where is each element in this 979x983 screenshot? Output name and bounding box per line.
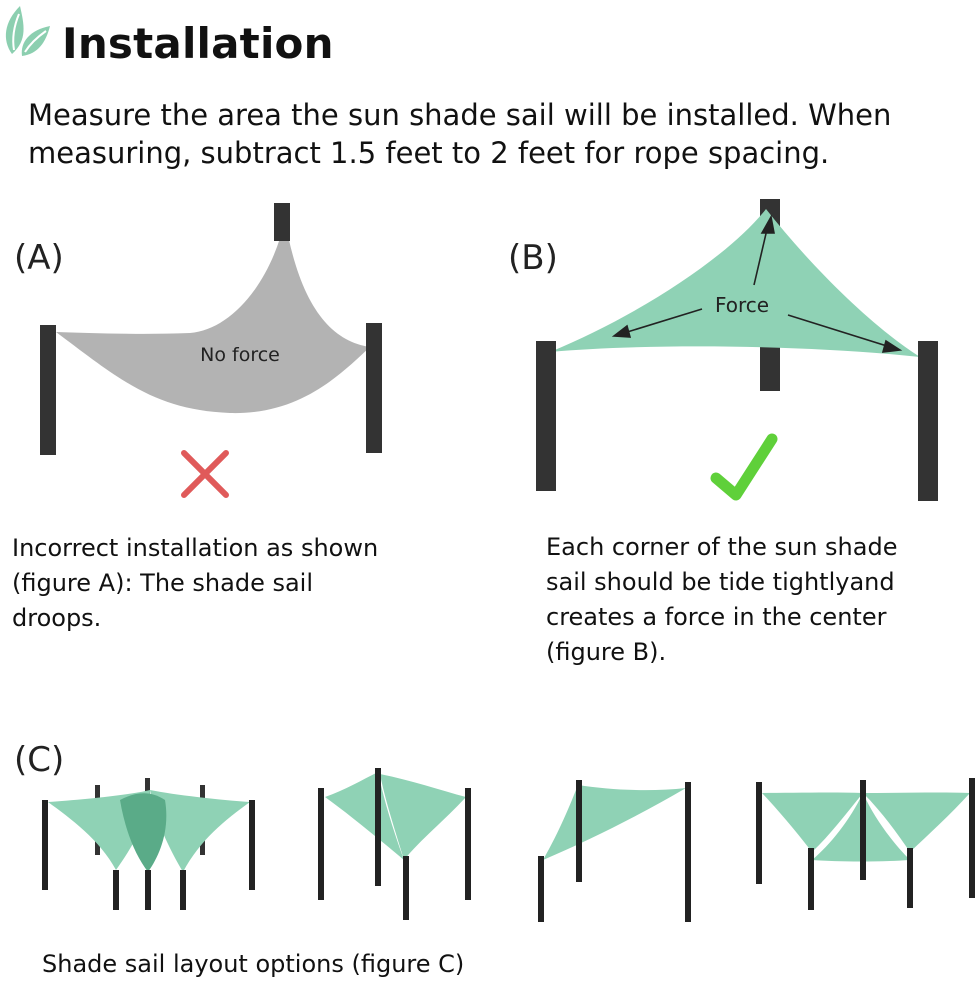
checkmark-icon [710,433,778,501]
intro-line: Measure the area the sun shade sail will… [28,98,892,132]
force-label: Force [715,293,769,317]
layout-option-2 [318,768,471,920]
caption-line: creates a force in the center [546,603,887,631]
figure-b-label: (B) [508,238,558,278]
figure-a-label: (A) [14,238,64,278]
sagging-sail [56,220,370,414]
caption-line: (figure B). [546,638,667,666]
cross-icon [181,450,229,498]
figure-c-caption: Shade sail layout options (figure C) [42,950,465,978]
figure-b-caption: Each corner of the sun shade sail should… [546,530,897,670]
intro-line: measuring, subtract 1.5 feet to 2 feet f… [28,136,830,170]
caption-line: Each corner of the sun shade [546,533,898,561]
post [536,341,556,491]
layout-option-3 [538,780,691,922]
figure-c-label: (C) [14,740,65,780]
caption-line: droops. [12,604,102,632]
layout-option-1 [42,778,255,910]
figure-a-diagram: No force [40,203,382,498]
page-title: Installation [62,19,334,68]
figure-b-diagram: Force [536,199,938,501]
layout-option-4 [756,778,975,910]
taut-sail [550,209,920,357]
post [40,325,56,455]
no-force-label: No force [200,344,280,366]
post [918,341,938,501]
caption-line: (figure A): The shade sail [12,569,314,597]
caption-line: Incorrect installation as shown [12,534,379,562]
post [366,323,382,453]
figure-a-caption: Incorrect installation as shown (figure … [12,531,378,636]
figure-c-diagram [42,768,975,922]
caption-line: sail should be tide tightlyand [546,568,895,596]
intro-text: Measure the area the sun shade sail will… [28,96,973,172]
post [274,203,290,241]
force-arrows [611,214,903,353]
leaf-icon [5,6,50,56]
